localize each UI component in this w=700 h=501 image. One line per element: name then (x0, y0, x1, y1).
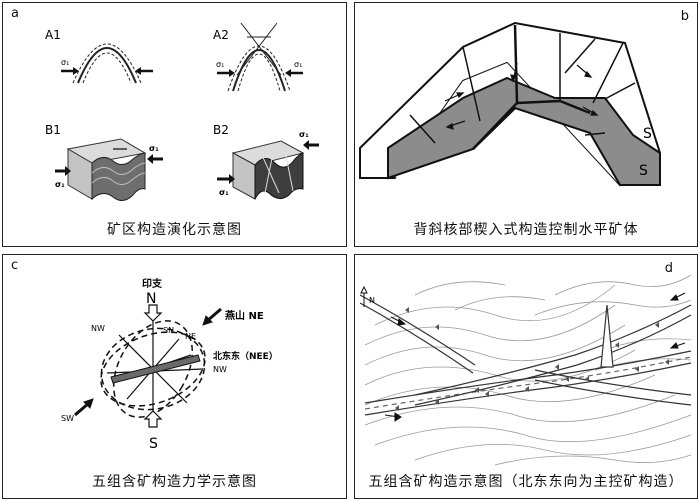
ore-markers (395, 307, 669, 411)
ore-structure-map: N (359, 274, 692, 466)
caption: 背斜核部楔入式构造控制水平矿体 (413, 222, 639, 238)
nw-structure (359, 294, 476, 374)
sigma-label: σ₁ (61, 58, 69, 67)
caption: 矿区构造演化示意图 (107, 222, 242, 238)
block-divisions (409, 33, 636, 144)
a2-fold (227, 22, 291, 92)
panel-label: d (664, 261, 673, 276)
sigma-label: σ₁ (216, 60, 224, 69)
panel-c: c 印支 N S (2, 254, 347, 499)
lower-ore-belt (534, 369, 692, 406)
sigma-label: σ₁ (149, 144, 159, 153)
a2-stress-arrows (217, 69, 303, 77)
shear-arrows (384, 292, 686, 422)
south-stress-arrow (143, 410, 163, 428)
caption: 五组含矿构造力学示意图 (92, 474, 257, 490)
north-name-label: 印支 (142, 277, 163, 290)
yanshan-label: 燕山 NE (225, 309, 264, 322)
north-arrow (360, 285, 368, 307)
sub-label-a2: A2 (213, 28, 229, 42)
anticline-wedge-diagram: S S (359, 21, 662, 187)
stress-mechanics-diagram: 印支 N S SN NE NW NW SW 燕山 NE 北东东（NEE） (61, 277, 278, 452)
ne-stress-arrow (202, 307, 222, 326)
stress-ellipse-large (100, 327, 206, 411)
north-label: N (369, 296, 375, 305)
structural-evolution-diagram: A1 σ₁ A2 σ₁ σ₁ (45, 22, 319, 201)
sw-stress-arrow (74, 398, 94, 417)
nee-structure-bar (110, 354, 201, 384)
sub-label-b1: B1 (45, 123, 61, 137)
caption: 五组含矿构造示意图（北东东向为主控矿构造） (368, 474, 684, 490)
b2-stress-arrows (217, 140, 319, 184)
stress-ellipse-flat (100, 331, 206, 407)
sigma-label: σ₁ (219, 188, 229, 197)
ne-ore-belt (414, 304, 692, 406)
sn-label: SN (163, 326, 174, 335)
nw-label-upper: NW (91, 324, 105, 333)
b1-folded-block (66, 138, 147, 201)
sigma-label: σ₁ (299, 130, 309, 139)
north-stress-arrow (143, 304, 163, 322)
sigma-label: σ₁ (55, 180, 65, 189)
core-wedge (472, 24, 591, 150)
shear-arrows (444, 62, 599, 130)
panel-a: a A1 σ₁ A2 (2, 2, 347, 247)
s-label-lower: S (639, 163, 648, 179)
panel-label: b (680, 9, 689, 24)
sw-label: SW (61, 414, 74, 423)
nw-label-lower: NW (213, 365, 227, 374)
ns-structure (600, 304, 614, 368)
panel-label: c (11, 258, 19, 273)
stress-ellipse-tilted (112, 320, 194, 418)
s-label-upper: S (643, 126, 652, 142)
sigma-label: σ₁ (294, 60, 302, 69)
sub-label-a1: A1 (45, 28, 61, 42)
panel-b: b (354, 2, 698, 247)
ne-label: NE (185, 332, 196, 341)
a1-stress-arrows (61, 67, 153, 75)
b2-folded-block (231, 140, 305, 200)
nee-main-ore-belt (364, 350, 692, 416)
north-label: N (146, 291, 156, 307)
strata-lines (364, 274, 692, 466)
panel-d: d (354, 254, 698, 499)
panel-label: a (11, 6, 19, 21)
south-label: S (149, 436, 158, 452)
b1-stress-arrows (55, 154, 163, 176)
a1-fold (72, 43, 142, 84)
nee-label: 北东东（NEE） (213, 350, 278, 362)
sub-label-b2: B2 (213, 123, 229, 137)
